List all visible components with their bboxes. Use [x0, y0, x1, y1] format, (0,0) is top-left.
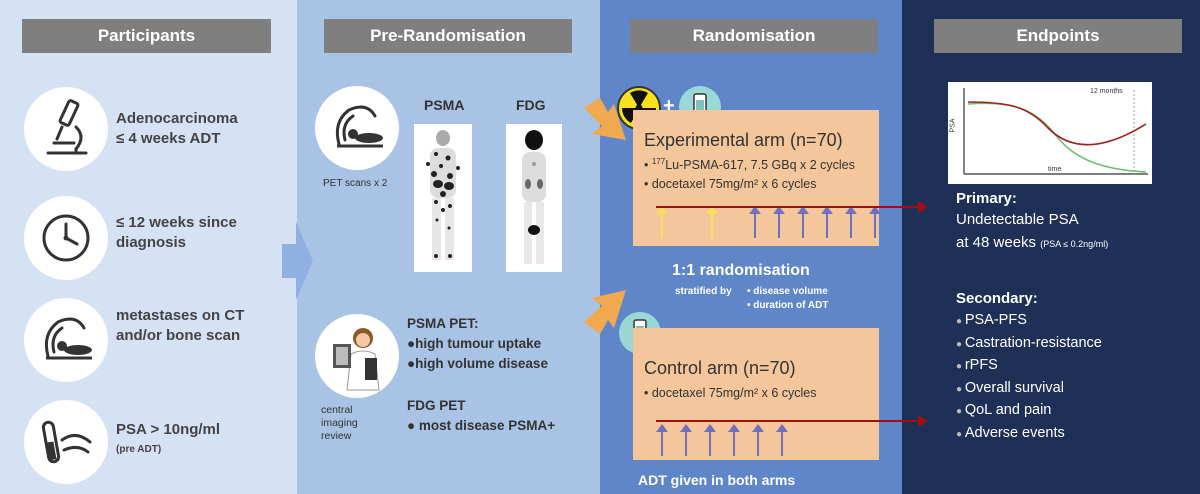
endpoints-header: Endpoints — [934, 19, 1182, 53]
secondary-endpoint-label: Overall survival — [964, 379, 1064, 396]
primary-endpoint-title: Primary: — [956, 190, 1017, 207]
purple-dose-arrow-icon — [704, 424, 716, 456]
flow-arrow-icon — [282, 222, 313, 300]
purple-dose-arrow-icon — [749, 206, 761, 238]
chart-y-label: PSA — [949, 118, 957, 133]
primary-endpoint-line2: at 48 weeks — [956, 234, 1037, 251]
secondary-endpoint-item: ● Adverse events — [956, 423, 1102, 446]
clock-icon — [24, 196, 108, 280]
scanner-icon — [24, 298, 108, 382]
participant-criterion-2-line2: diagnosis — [116, 234, 187, 251]
purple-dose-arrow-icon — [752, 424, 764, 456]
bullet-icon: ● — [956, 338, 965, 350]
bullet-icon: ● — [956, 428, 965, 440]
chart-x-label: time — [1048, 166, 1062, 173]
randomisation-ratio-label: 1:1 randomisation — [672, 262, 810, 279]
plus-symbol: + — [663, 95, 675, 117]
secondary-endpoint-item: ● PSA-PFS — [956, 310, 1102, 333]
participant-criterion-4-line1: PSA > 10ng/ml — [116, 421, 221, 438]
reviewer-caption-line3: review — [321, 430, 352, 442]
secondary-endpoint-label: PSA-PFS — [964, 312, 1027, 328]
fdg-pet-criterion-1: ● most disease PSMA+ — [407, 418, 556, 433]
experimental-line1-isotope: 177 — [651, 157, 666, 166]
experimental-timeline-arrowhead — [918, 201, 928, 213]
pet-scanner-icon — [315, 86, 399, 170]
yellow-dose-arrow-icon — [706, 206, 718, 238]
experimental-arm-title: Experimental arm (n=70) — [644, 130, 843, 150]
control-arm-line1: • docetaxel 75mg/m² x 6 cycles — [644, 386, 817, 400]
randomisation-header: Randomisation — [630, 19, 878, 53]
adt-note: ADT given in both arms — [638, 472, 796, 488]
strat-factor-2: • duration of ADT — [747, 300, 829, 311]
experimental-timeline-line — [656, 206, 920, 208]
secondary-endpoint-item: ● Overall survival — [956, 378, 1102, 401]
purple-dose-arrow-icon — [728, 424, 740, 456]
primary-endpoint-note: (PSA ≤ 0.2ng/ml) — [1040, 239, 1109, 249]
participant-criterion-1-line1: Adenocarcinoma — [116, 110, 238, 127]
experimental-line1-text: Lu-PSMA-617, 7.5 GBq x 2 cycles — [665, 158, 855, 173]
randomisation-column: Randomisation + Experimental arm (n=70) … — [584, 0, 902, 494]
bullet-icon: ● — [956, 361, 965, 372]
endpoints-column: Endpoints PSA time 12 months Primary: Un… — [902, 0, 1200, 494]
participants-column: Participants Adenocarcinoma ≤ 4 weeks AD… — [0, 0, 297, 494]
fdg-pet-title: FDG PET — [407, 398, 466, 413]
radiologist-icon — [315, 314, 399, 398]
psma-pet-criterion-2: ●high volume disease — [407, 356, 548, 371]
purple-dose-arrow-icon — [797, 206, 809, 238]
purple-dose-arrow-icon — [869, 206, 881, 238]
secondary-endpoint-label: Adverse events — [964, 424, 1065, 441]
purple-dose-arrow-icon — [773, 206, 785, 238]
participant-criterion-2-line1: ≤ 12 weeks since — [116, 214, 237, 231]
participant-criterion-4-line2: (pre ADT) — [116, 444, 162, 455]
control-timeline-line — [656, 420, 920, 422]
stratified-by-label: stratified by — [675, 286, 732, 297]
psma-scan-image — [414, 124, 472, 272]
purple-dose-arrow-icon — [845, 206, 857, 238]
secondary-endpoint-label: rPFS — [964, 357, 998, 373]
reviewer-caption-line1: central — [321, 404, 353, 416]
secondary-endpoint-list: ● PSA-PFS● Castration-resistance● rPFS● … — [956, 310, 1102, 445]
bullet-icon: ● — [956, 383, 965, 395]
strat-factor-1: • disease volume — [747, 286, 828, 297]
yellow-dose-arrow-icon — [656, 206, 668, 238]
fdg-label: FDG — [516, 97, 546, 113]
control-timeline-arrowhead — [918, 415, 928, 427]
primary-endpoint-line1: Undetectable PSA — [956, 211, 1079, 228]
bullet-icon: ● — [956, 316, 965, 327]
secondary-endpoint-item: ● QoL and pain — [956, 400, 1102, 423]
secondary-endpoint-item: ● Castration-resistance — [956, 333, 1102, 356]
psma-pet-title: PSMA PET: — [407, 316, 479, 331]
secondary-endpoint-title: Secondary: — [956, 290, 1038, 307]
blood-test-icon — [24, 400, 108, 484]
experimental-arm-line1: • 177Lu-PSMA-617, 7.5 GBq x 2 cycles — [644, 157, 855, 172]
pre-randomisation-header: Pre-Randomisation — [324, 19, 572, 53]
flow-arrow-control-icon — [584, 290, 626, 334]
microscope-icon — [24, 87, 108, 171]
psa-time-chart: PSA time 12 months — [948, 82, 1152, 184]
pet-scans-caption: PET scans x 2 — [323, 178, 388, 189]
participant-criterion-3-line1: metastases on CT — [116, 307, 245, 324]
fdg-scan-image — [506, 124, 562, 272]
psma-label: PSMA — [424, 97, 465, 113]
control-arm-panel — [633, 328, 879, 460]
secondary-endpoint-label: Castration-resistance — [964, 334, 1102, 351]
purple-dose-arrow-icon — [656, 424, 668, 456]
chart-12-month-marker: 12 months — [1090, 88, 1123, 95]
participant-criterion-1-line2: ≤ 4 weeks ADT — [116, 130, 221, 147]
participants-header: Participants — [22, 19, 271, 53]
reviewer-caption-line2: imaging — [321, 417, 358, 429]
participant-criterion-3-line2: and/or bone scan — [116, 327, 241, 344]
secondary-endpoint-item: ● rPFS — [956, 355, 1102, 378]
purple-dose-arrow-icon — [680, 424, 692, 456]
bullet-icon: ● — [956, 406, 965, 417]
control-arm-title: Control arm (n=70) — [644, 358, 796, 378]
experimental-line1-bullet: • — [644, 158, 652, 173]
pre-randomisation-column: Pre-Randomisation PET scans x 2 PSMA FDG — [282, 0, 600, 494]
purple-dose-arrow-icon — [776, 424, 788, 456]
experimental-arm-line2: • docetaxel 75mg/m² x 6 cycles — [644, 177, 817, 191]
psma-pet-criterion-1: ●high tumour uptake — [407, 336, 542, 351]
purple-dose-arrow-icon — [821, 206, 833, 238]
secondary-endpoint-label: QoL and pain — [964, 402, 1052, 418]
flow-arrow-experimental-icon — [584, 98, 626, 140]
